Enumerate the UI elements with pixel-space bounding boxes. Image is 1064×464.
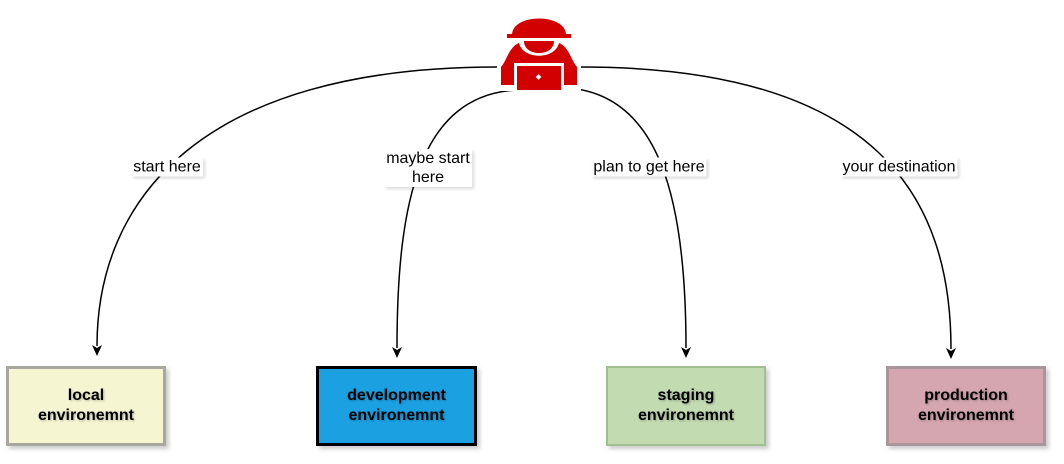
edge-label: plan to get here [591, 157, 707, 177]
arrowhead [681, 347, 691, 358]
edge-your-destination [580, 66, 952, 350]
edge-maybe-start-here [396, 89, 518, 349]
edge-label: your destination [840, 157, 958, 177]
edge-start-here [96, 66, 498, 347]
node-local-environment[interactable]: local environemnt [6, 366, 166, 446]
node-label: development environemnt [347, 387, 446, 424]
arrowhead [92, 345, 102, 356]
edge-plan-to-get-here [567, 87, 687, 349]
node-label: production environemnt [917, 387, 1014, 424]
node-staging-environment[interactable]: staging environemnt [606, 366, 766, 446]
arrowhead [946, 348, 956, 359]
edge-label: maybe start here [384, 149, 472, 187]
node-development-environment[interactable]: development environemnt [316, 366, 477, 446]
edge-label: start here [131, 157, 203, 177]
node-label: local environemnt [37, 387, 134, 424]
node-label: staging environemnt [637, 387, 734, 424]
arrowhead [392, 347, 402, 358]
node-production-environment[interactable]: production environemnt [886, 366, 1046, 446]
hacker-with-laptop-icon [497, 5, 581, 91]
